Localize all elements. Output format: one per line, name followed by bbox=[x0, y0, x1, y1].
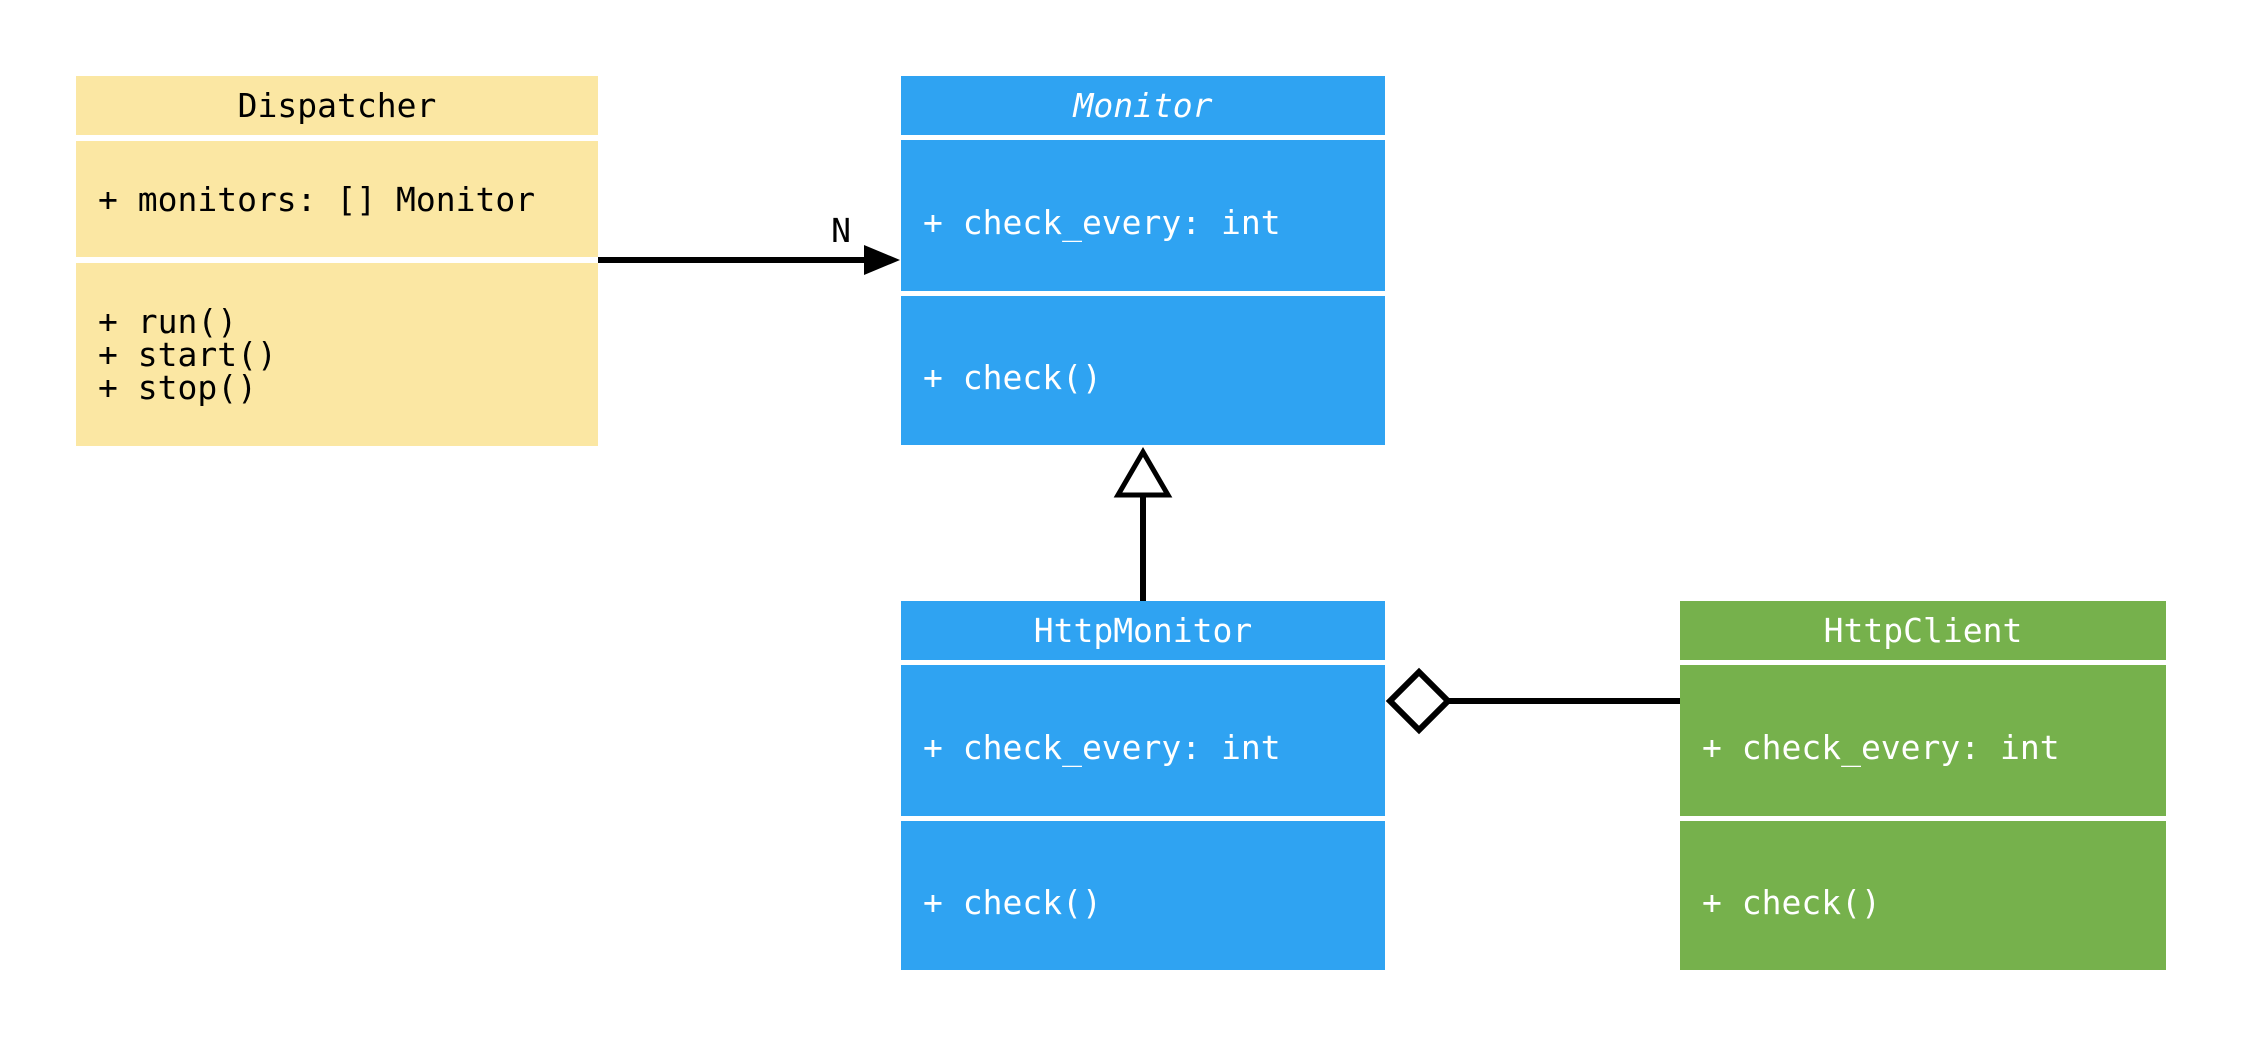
class-title-monitor: Monitor bbox=[901, 76, 1385, 135]
attributes-section-monitor: + check_every: int bbox=[901, 140, 1385, 291]
class-title-httpclient: HttpClient bbox=[1680, 601, 2166, 660]
multiplicity-label: N bbox=[831, 211, 851, 250]
attributes-section-httpmonitor: + check_every: int bbox=[901, 665, 1385, 816]
attribute-monitors: + monitors: [] Monitor bbox=[98, 179, 536, 219]
method-run: + run() bbox=[98, 302, 238, 341]
class-title-dispatcher: Dispatcher bbox=[76, 76, 598, 135]
method-check: + check() bbox=[1702, 883, 1881, 922]
aggregation-connector-httpmonitor-httpclient bbox=[1385, 667, 1680, 735]
methods-section-httpmonitor: + check() bbox=[901, 821, 1385, 970]
methods-section-httpclient: + check() bbox=[1680, 821, 2166, 970]
method-check: + check() bbox=[923, 883, 1102, 922]
attribute-check-every: + check_every: int bbox=[923, 203, 1281, 242]
methods-section-dispatcher: + run() + start() + stop() bbox=[76, 263, 598, 446]
association-arrowhead-icon bbox=[864, 245, 900, 275]
inheritance-arrow-httpmonitor-monitor bbox=[1113, 447, 1173, 601]
class-box-dispatcher: Dispatcher + monitors: [] Monitor + run(… bbox=[76, 76, 598, 446]
class-title-httpmonitor: HttpMonitor bbox=[901, 601, 1385, 660]
attribute-check-every: + check_every: int bbox=[923, 728, 1281, 767]
aggregation-diamond-icon bbox=[1385, 667, 1453, 735]
association-arrow-dispatcher-monitor bbox=[598, 245, 900, 275]
class-box-httpmonitor: HttpMonitor + check_every: int + check() bbox=[901, 601, 1385, 970]
attribute-check-every: + check_every: int bbox=[1702, 728, 2060, 767]
method-start: + start() bbox=[98, 335, 277, 374]
class-box-monitor: Monitor + check_every: int + check() bbox=[901, 76, 1385, 445]
attributes-section-httpclient: + check_every: int bbox=[1680, 665, 2166, 816]
method-stop: + stop() bbox=[98, 368, 257, 407]
attributes-section-dispatcher: + monitors: [] Monitor bbox=[76, 141, 598, 257]
class-box-httpclient: HttpClient + check_every: int + check() bbox=[1680, 601, 2166, 970]
method-check: + check() bbox=[923, 358, 1102, 397]
methods-section-monitor: + check() bbox=[901, 296, 1385, 445]
inheritance-triangle-icon bbox=[1113, 447, 1173, 498]
